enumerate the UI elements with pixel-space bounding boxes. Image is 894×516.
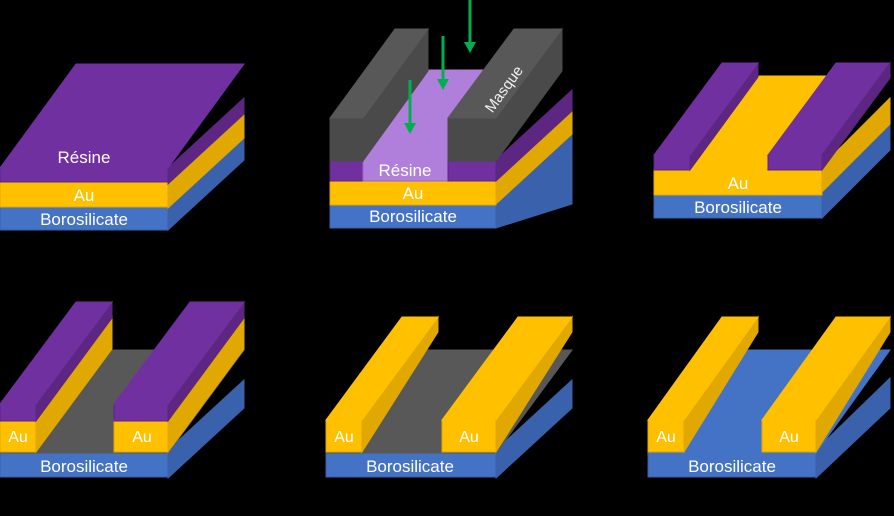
label-au-right: Au xyxy=(779,429,799,446)
masque-right-front-face xyxy=(447,117,497,162)
uv-arrow-left-head xyxy=(404,123,416,134)
resine-stripe-right-side xyxy=(821,61,891,172)
uv-arrow-right-head xyxy=(464,42,476,53)
au-left-top-face xyxy=(647,316,759,421)
resine-front-face xyxy=(0,167,169,183)
panel-3-development: Au Borosilicate xyxy=(600,50,894,250)
panel-2-uv-exposure: Résine Au Borosilicate Masque xyxy=(300,0,600,250)
label-au-right: Au xyxy=(459,429,479,446)
label-au-left: Au xyxy=(656,429,676,446)
uv-arrows-group xyxy=(404,0,476,134)
label-au: Au xyxy=(74,186,95,205)
resine-right-top-face xyxy=(113,301,245,405)
resine-front-face-left xyxy=(329,159,364,182)
uv-arrow-center-head xyxy=(437,79,449,90)
resine-right-front-face xyxy=(113,403,169,422)
label-borosilicate: Borosilicate xyxy=(688,457,776,476)
panel-4-etching: Au Au Borosilicate xyxy=(0,290,300,516)
masque-left-front-face xyxy=(329,117,364,162)
resine-stripe-right-front xyxy=(767,154,823,171)
label-resine: Résine xyxy=(58,148,111,167)
label-au-right: Au xyxy=(132,429,152,446)
panel-1-resin-coating: Résine Au Borosilicate xyxy=(0,50,300,250)
label-au: Au xyxy=(403,184,424,203)
resine-stripe-left-front xyxy=(653,154,691,171)
label-au-left: Au xyxy=(334,429,354,446)
au-right-top-face xyxy=(441,316,573,421)
resine-left-top-face xyxy=(0,301,113,405)
resine-top-face xyxy=(0,63,245,169)
masque-left-top-face xyxy=(329,28,429,119)
label-au: Au xyxy=(728,174,749,193)
resine-stripe-left-top-face xyxy=(653,62,759,156)
label-borosilicate: Borosilicate xyxy=(40,457,128,476)
au-right-top-face xyxy=(761,316,891,421)
au-left-top-face xyxy=(325,316,439,421)
resine-front-face-right xyxy=(447,159,497,182)
label-borosilicate: Borosilicate xyxy=(40,210,128,229)
label-borosilicate: Borosilicate xyxy=(366,457,454,476)
label-borosilicate: Borosilicate xyxy=(694,198,782,217)
label-borosilicate: Borosilicate xyxy=(369,207,457,226)
label-au-left: Au xyxy=(8,429,28,446)
resine-left-front-face xyxy=(0,403,37,422)
panel-5-resin-strip: Au Au Borosilicate xyxy=(300,290,600,516)
label-resine: Résine xyxy=(379,161,432,180)
panel-6-final-electrodes: Au Au Borosilicate xyxy=(600,290,894,516)
masque-right-top-face xyxy=(447,28,563,119)
